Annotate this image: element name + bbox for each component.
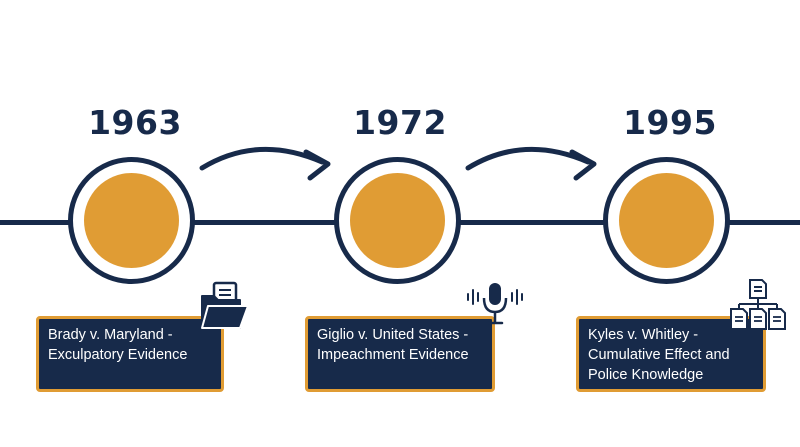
event-card-3: Kyles v. Whitley - Cumulative Effect and…: [576, 316, 766, 392]
event-year-1: 1963: [88, 103, 182, 142]
event-card-1: Brady v. Maryland - Exculpatory Evidence: [36, 316, 224, 392]
event-card-text: Brady v. Maryland - Exculpatory Evidence: [48, 327, 188, 363]
event-year-2: 1972: [353, 103, 447, 142]
node-dot: [619, 173, 714, 268]
event-card-2: Giglio v. United States - Impeachment Ev…: [305, 316, 495, 392]
event-year-3: 1995: [623, 103, 717, 142]
connector-arrow-1: [199, 146, 331, 181]
document-hierarchy-icon: [730, 279, 786, 330]
folder-documents-icon: [201, 281, 249, 329]
microphone-icon: [467, 283, 523, 325]
timeline-node-2: [334, 157, 461, 284]
event-card-text: Kyles v. Whitley - Cumulative Effect and…: [588, 327, 730, 383]
node-dot: [84, 173, 179, 268]
timeline-node-1: [68, 157, 195, 284]
connector-arrow-2: [465, 146, 597, 181]
node-dot: [350, 173, 445, 268]
event-card-text: Giglio v. United States - Impeachment Ev…: [317, 327, 469, 363]
timeline-node-3: [603, 157, 730, 284]
